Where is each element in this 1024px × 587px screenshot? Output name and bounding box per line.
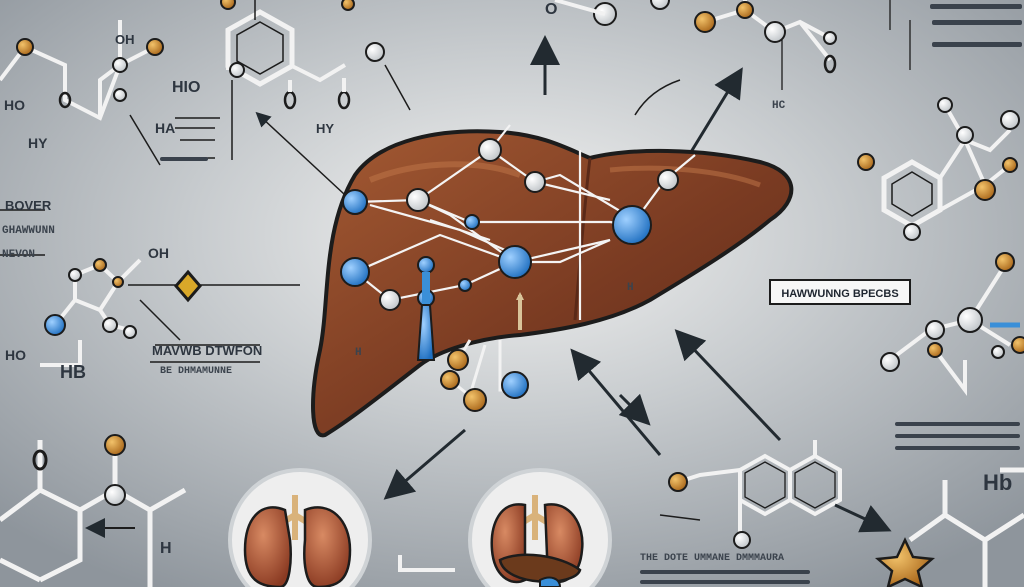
label-left-hy: HY: [28, 135, 48, 151]
diamond-icon: [174, 269, 202, 303]
annotation-lines-right: [781, 0, 911, 90]
liver-nodes: [340, 138, 679, 361]
label-mid-ha: HA: [155, 120, 175, 136]
organ-circle-right: [468, 468, 612, 587]
liver-label-right: H: [627, 282, 634, 294]
lungs-circle: [228, 468, 372, 587]
hexagon-right: [857, 97, 1020, 241]
banner-line-3: NEVON: [2, 249, 35, 261]
molecule-right-middle: [880, 252, 1024, 396]
molecule-lower-right-corner: [908, 467, 1024, 587]
scribble-text-blocks: [160, 4, 1022, 584]
callout-label: HAWWUNNG BPECBS: [781, 288, 898, 300]
star-icon: [874, 537, 936, 587]
label-left-ho2: HO: [5, 347, 26, 363]
molecule-left-middle: [40, 258, 142, 367]
callout-tag: HAWWUNNG BPECBS: [769, 279, 911, 305]
label-lower-left-h: H: [160, 540, 172, 557]
label-mid-hy: HY: [316, 121, 334, 136]
molecule-bottom-right: [659, 440, 842, 549]
label-top-right-hc: HC: [772, 100, 786, 112]
label-top-o: O: [545, 1, 557, 18]
hexagon-top: [220, 0, 385, 110]
process-label-1: MAVWB DTWFON: [152, 343, 262, 358]
label-mid-hio: HIO: [172, 79, 200, 96]
label-lower-right-hb: Hb: [983, 470, 1012, 495]
hanging-molecules: [440, 339, 529, 412]
liver-label-center: H: [355, 347, 362, 359]
label-top-oh: OH: [115, 32, 135, 47]
banner-line-2: GHAWWUNN: [2, 225, 55, 237]
molecule-bottom-left: [0, 440, 187, 587]
label-left-ho: HO: [4, 97, 25, 113]
molecule-top-left-nodes: [16, 38, 164, 109]
label-left-oh: OH: [148, 245, 169, 261]
molecule-bottom-left-nodes: [32, 434, 135, 538]
curve-pointer: [634, 79, 681, 116]
caption-bottom: THE DOTE UMMANE DMMMAURA: [640, 553, 784, 564]
label-left-hb: HB: [60, 362, 86, 382]
process-label-2: BE DHMAMUNNE: [160, 366, 232, 377]
bottom-bracket: [398, 555, 455, 572]
banner-line-1: BOVER: [5, 198, 52, 213]
molecule-top-right: [554, 0, 837, 74]
